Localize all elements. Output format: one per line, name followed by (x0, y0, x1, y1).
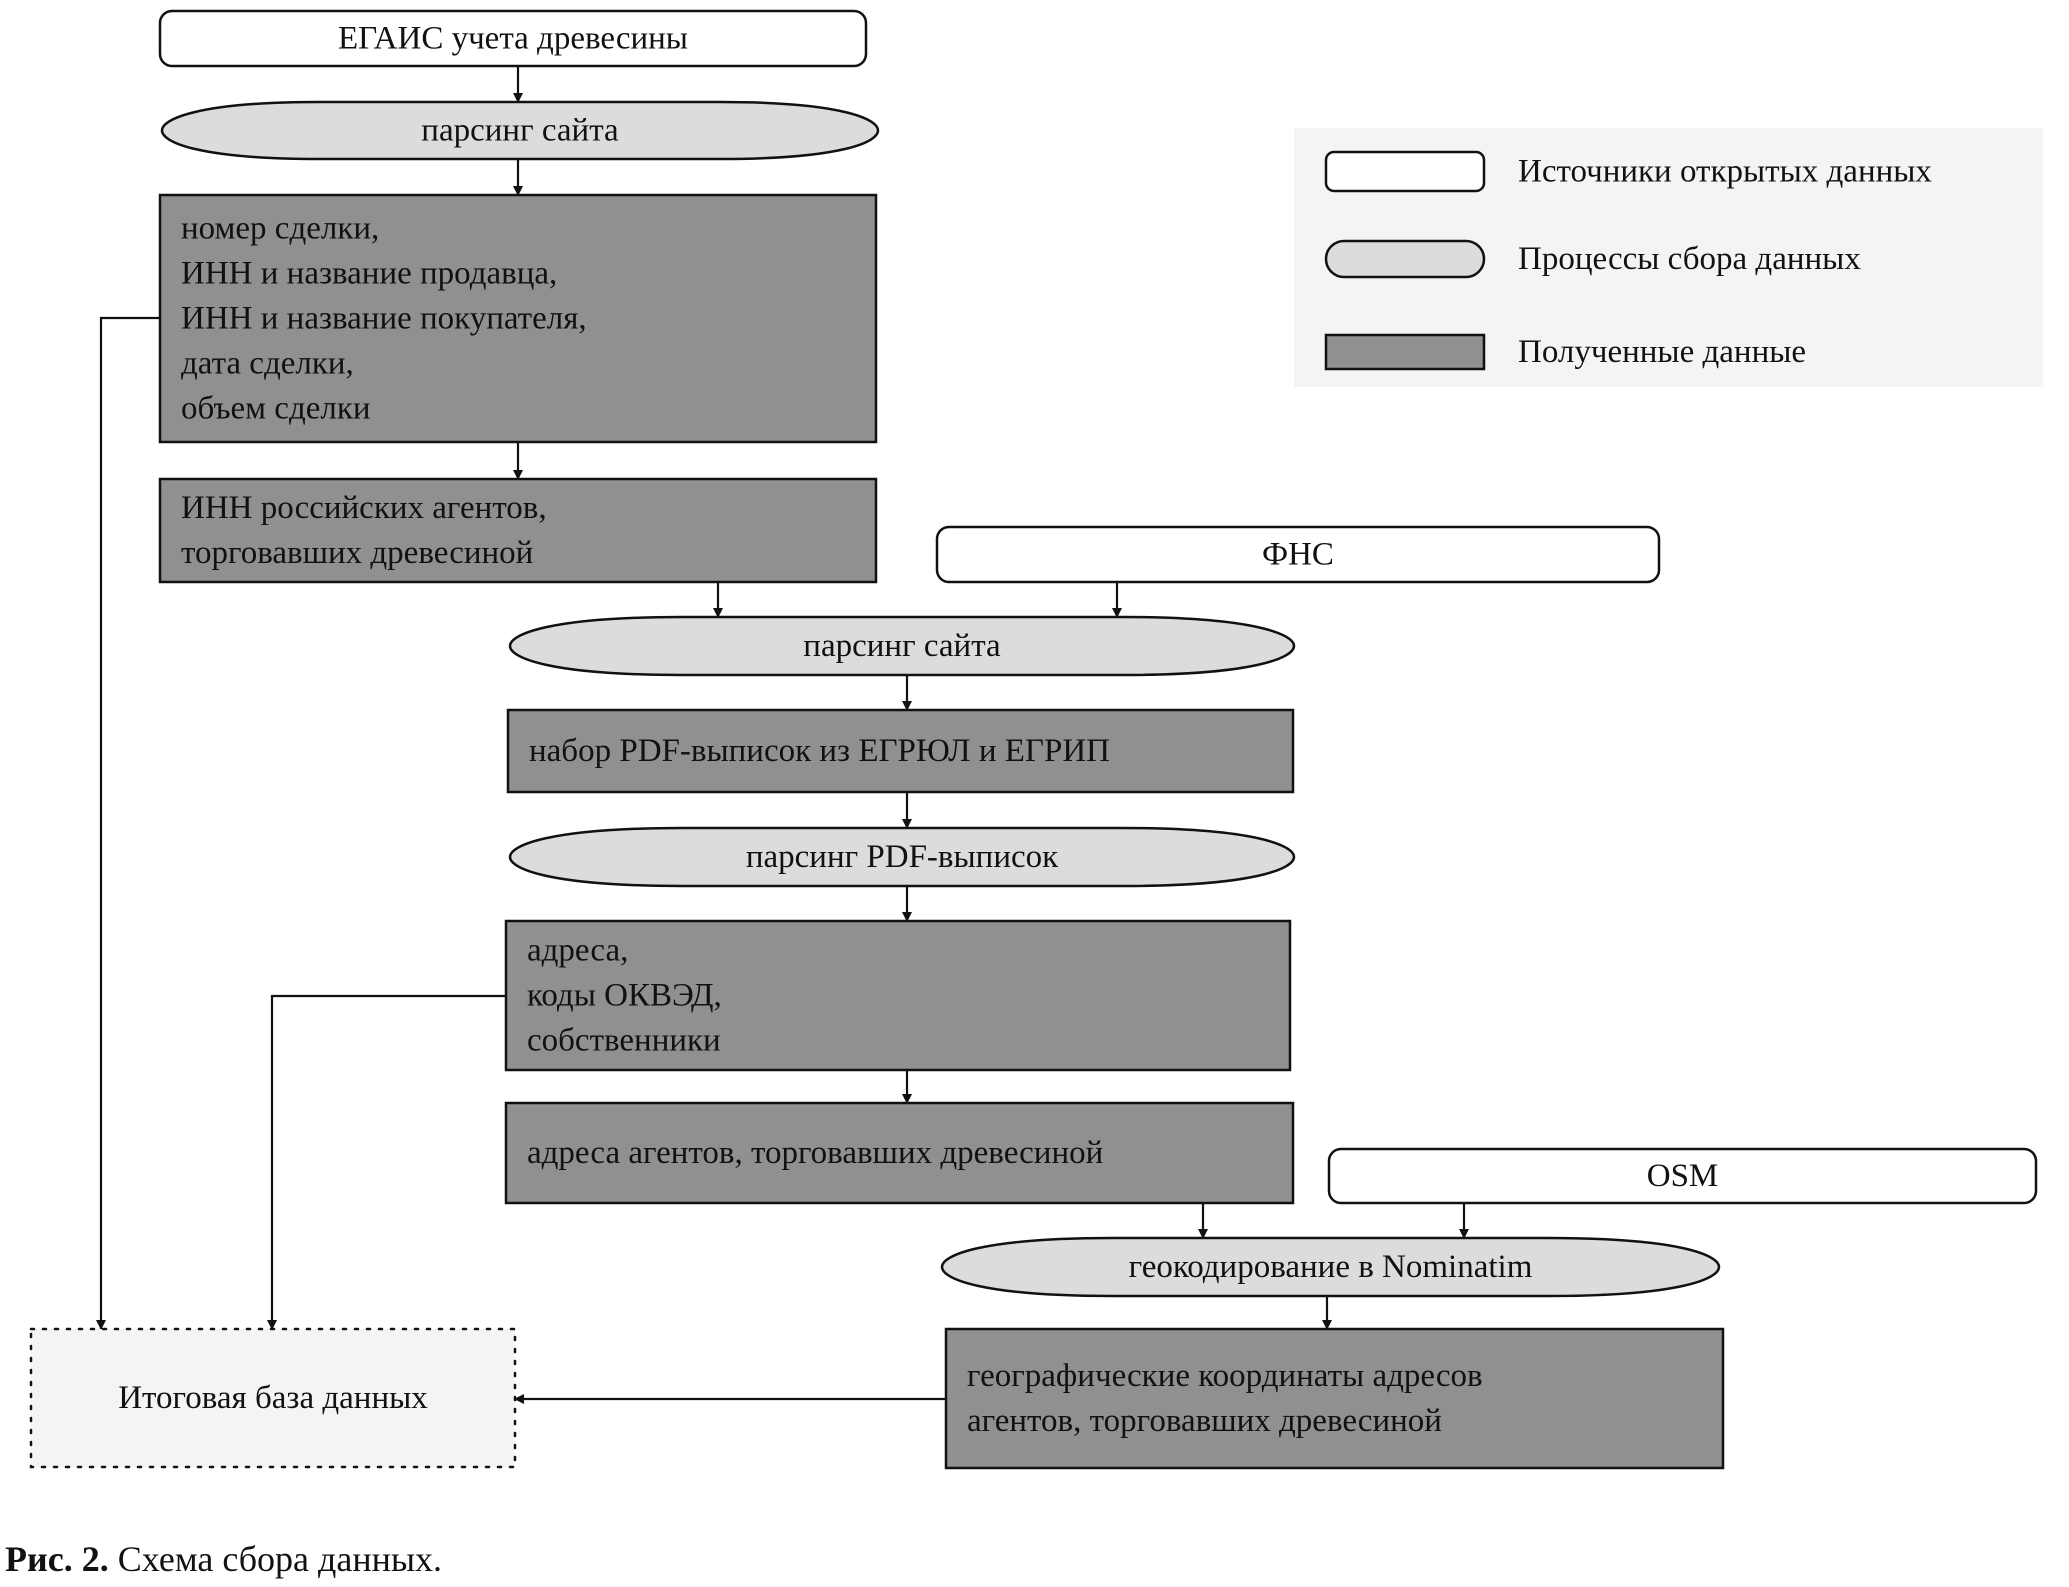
node-label-line: торговавших древесиной (181, 535, 533, 571)
process-shape (940, 1236, 1721, 1298)
arrow-deal-fields-to-final-db (96, 316, 160, 1330)
node-label-line: ЕГАИС учета древесины (338, 21, 688, 57)
node-label-line: адреса, (527, 933, 628, 969)
legend-swatch-source (1324, 150, 1486, 193)
data-shape (506, 708, 1295, 794)
node-osm: OSM (1327, 1147, 2038, 1205)
result-shape (29, 1327, 517, 1469)
caption-label: Рис. 2. (5, 1539, 109, 1579)
node-label-line: ИНН российских агентов, (181, 490, 547, 526)
source-shape (1327, 1147, 2038, 1205)
node-label-line: геокодирование в Nominatim (1129, 1249, 1533, 1285)
node-label-line: агентов, торговавших древесиной (967, 1403, 1442, 1439)
process-shape (508, 826, 1296, 888)
process-shape (508, 615, 1296, 677)
data-shape (158, 477, 878, 584)
figure-caption: Рис. 2. Схема сбора данных. (5, 1538, 442, 1580)
edges (96, 66, 1469, 1404)
data-shape (504, 1101, 1295, 1205)
legend-item-process: Процессы сбора данных (1324, 239, 1861, 279)
node-label-line: ИНН и название покупателя, (181, 301, 587, 337)
node-label-line: парсинг сайта (421, 113, 619, 149)
node-label-line: парсинг PDF-выписок (746, 839, 1059, 875)
node-label-line: ИНН и название продавца, (181, 256, 557, 292)
node-geocode: геокодирование в Nominatim (940, 1236, 1721, 1298)
node-deal-fields: номер сделки, ИНН и название продавца, ИНН… (158, 193, 878, 444)
node-label-line: номер сделки, (181, 211, 379, 247)
node-label-line: дата сделки, (181, 346, 354, 382)
data-shape (504, 919, 1292, 1072)
legend-label: Полученные данные (1518, 334, 1806, 370)
node-label-line: парсинг сайта (803, 628, 1001, 664)
process-shape (160, 100, 880, 161)
legend-item-data: Полученные данные (1324, 333, 1806, 371)
node-egais: ЕГАИС учета древесины (158, 9, 868, 68)
node-label-line: OSM (1647, 1158, 1719, 1194)
node-label-line: объем сделки (181, 391, 371, 427)
node-label-line: адреса агентов, торговавших древесиной (527, 1135, 1103, 1171)
data-shape (944, 1327, 1725, 1470)
source-shape (158, 9, 868, 68)
arrow-addr-okved-to-final-db (267, 994, 506, 1330)
node-geo-coords: географические координаты адресов агентов… (944, 1327, 1725, 1470)
node-parse-site-1: парсинг сайта (160, 100, 880, 161)
node-label-line: ФНС (1262, 537, 1334, 573)
source-shape (935, 525, 1661, 584)
nodes: ЕГАИС учета древесины парсинг сайта номер … (29, 9, 2038, 1470)
legend-swatch-data (1324, 333, 1486, 371)
node-label-line: коды ОКВЭД, (527, 978, 722, 1014)
legend-label: Процессы сбора данных (1518, 241, 1861, 277)
node-label-line: собственники (527, 1023, 721, 1059)
node-parse-site-2: парсинг сайта (508, 615, 1296, 677)
node-pdf-set: набор PDF-выписок из ЕГРЮЛ и ЕГРИП (506, 708, 1295, 794)
node-agent-addr: адреса агентов, торговавших древесиной (504, 1101, 1295, 1205)
node-inn-agents: ИНН российских агентов, торговавших древе… (158, 477, 878, 584)
legend-label: Источники открытых данных (1518, 154, 1932, 190)
caption-text: Схема сбора данных. (108, 1539, 443, 1579)
node-parse-pdf: парсинг PDF-выписок (508, 826, 1296, 888)
node-fns: ФНС (935, 525, 1661, 584)
node-final-db: Итоговая база данных (29, 1327, 517, 1469)
data-shape (158, 193, 878, 444)
node-label-line: географические координаты адресов (967, 1358, 1483, 1394)
legend-item-source: Источники открытых данных (1324, 150, 1932, 193)
node-label-line: Итоговая база данных (118, 1380, 428, 1416)
legend-swatch-process (1324, 239, 1486, 279)
node-addr-okved: адреса, коды ОКВЭД, собственники (504, 919, 1292, 1072)
node-label-line: набор PDF-выписок из ЕГРЮЛ и ЕГРИП (529, 733, 1110, 769)
